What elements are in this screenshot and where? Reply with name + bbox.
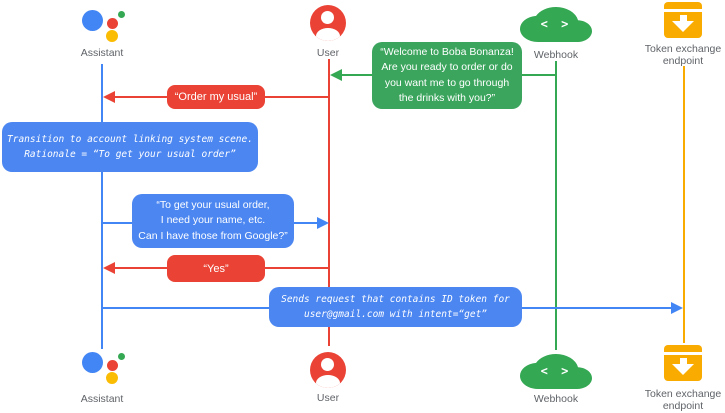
transition-note: Transition to account linking system sce…	[2, 122, 258, 172]
transition-note-line-1: Transition to account linking system sce…	[7, 134, 253, 145]
token-endpoint-label-line2: endpoint	[662, 400, 704, 412]
assistant-label-bottom: Assistant	[80, 393, 124, 405]
user-icon-bottom	[310, 352, 346, 388]
user-head-icon	[321, 358, 334, 371]
webhook-label-bottom: Webhook	[533, 393, 579, 405]
order-my-usual-label: “Order my usual”	[167, 85, 265, 109]
token-endpoint-label-line1: Token exchange	[644, 43, 722, 55]
download-arrow-stem-icon	[680, 15, 687, 22]
token-endpoint-label-bottom: Token exchange endpoint	[643, 388, 723, 412]
assistant-red-dot-icon	[107, 18, 118, 29]
assistant-blue-dot-icon	[82, 10, 103, 31]
user-body-icon	[316, 375, 340, 388]
webhook-cloud-icon-top	[520, 7, 592, 42]
assistant-lifeline	[101, 64, 103, 349]
sends-request-line-2: user@gmail.com with intent=“get”	[303, 309, 488, 320]
assistant-green-dot-icon	[118, 353, 125, 360]
download-arrow-stem-icon	[680, 358, 687, 365]
ask-details-line-2: I need your name, etc.	[160, 214, 266, 227]
token-endpoint-label-line2: endpoint	[662, 55, 704, 67]
user-icon-top	[310, 5, 346, 41]
user-lifeline	[328, 59, 330, 346]
arrowhead-yes-icon	[103, 262, 115, 274]
sends-request-line-1: Sends request that contains ID token for	[281, 294, 510, 305]
assistant-red-dot-icon	[107, 360, 118, 371]
yes-label: “Yes”	[167, 255, 265, 282]
ask-details-line-1: “To get your usual order,	[156, 198, 270, 211]
assistant-label-top: Assistant	[80, 47, 124, 59]
code-brackets-icon-bottom: < >	[540, 364, 572, 378]
ask-details-line-3: Can I have those from Google?”	[138, 229, 288, 242]
user-head-icon	[321, 11, 334, 24]
token-endpoint-label-line1: Token exchange	[644, 388, 722, 400]
archive-seam-icon	[664, 9, 702, 12]
arrowhead-order-my-usual-icon	[103, 91, 115, 103]
user-label-top: User	[316, 47, 340, 59]
token-endpoint-label-top: Token exchange endpoint	[643, 43, 723, 67]
assistant-green-dot-icon	[118, 11, 125, 18]
user-label-bottom: User	[316, 392, 340, 404]
download-arrow-head-icon	[672, 21, 694, 32]
download-arrow-head-icon	[672, 364, 694, 375]
sends-request-note: Sends request that contains ID token for…	[269, 287, 522, 327]
ask-details-bubble: “To get your usual order, I need your na…	[132, 194, 294, 248]
webhook-label-top: Webhook	[533, 49, 579, 61]
welcome-line-2: Are you ready to order or do	[381, 61, 513, 73]
assistant-blue-dot-icon	[82, 352, 103, 373]
welcome-line-4: the drinks with you?”	[398, 92, 496, 104]
archive-seam-icon	[664, 352, 702, 355]
transition-note-line-2: Rationale = “To get your usual order”	[24, 149, 236, 160]
token-exchange-icon-bottom	[664, 345, 702, 381]
assistant-yellow-dot-icon	[106, 372, 118, 384]
welcome-line-1: “Welcome to Boba Bonanza!	[380, 45, 514, 58]
assistant-yellow-dot-icon	[106, 30, 118, 42]
arrowhead-sends-request-icon	[671, 302, 683, 314]
arrowhead-welcome-icon	[330, 69, 342, 81]
user-body-icon	[316, 28, 340, 41]
welcome-line-3: you want me to go through	[384, 76, 510, 89]
webhook-lifeline	[555, 61, 557, 350]
arrowhead-ask-details-icon	[317, 217, 329, 229]
code-brackets-icon-top: < >	[540, 17, 572, 31]
webhook-cloud-icon-bottom	[520, 354, 592, 389]
token-endpoint-lifeline	[683, 66, 685, 343]
token-exchange-icon-top	[664, 2, 702, 38]
welcome-message-bubble: “Welcome to Boba Bonanza! Are you ready …	[372, 42, 522, 109]
